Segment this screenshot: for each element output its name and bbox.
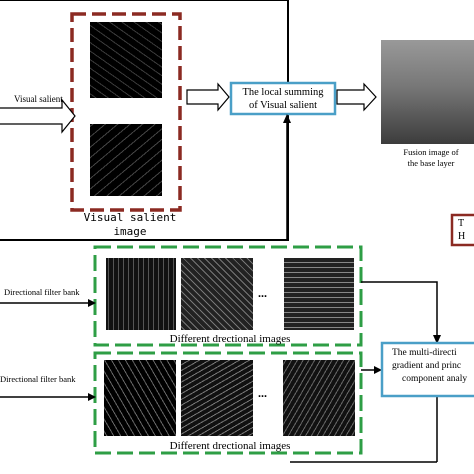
to-summing-arrow — [186, 82, 230, 112]
visual-salient-input-arrow — [0, 98, 76, 134]
directional-filter-bank-label-2: Directional filter bank — [0, 374, 76, 384]
fusion-image — [381, 40, 474, 144]
directional-images-box-1 — [93, 245, 363, 347]
ellipsis-2: ... — [258, 386, 267, 400]
directional-image-2a — [104, 360, 176, 436]
visual-salient-input-label: Visual salient — [14, 94, 63, 104]
directional-filter-bank-label-1: Directional filter bank — [4, 287, 80, 297]
directional-image-2c — [283, 360, 355, 436]
directional-images-box-2 — [93, 351, 363, 455]
cut-box-label: T H — [458, 218, 466, 242]
filter-arrowhead-2 — [88, 393, 96, 401]
multi-directional-label: The multi-directi gradient and princ com… — [392, 348, 468, 384]
local-summing-box — [229, 81, 337, 116]
visual-salient-image-caption: Visual salient image — [83, 211, 177, 238]
different-directional-images-1: Different drectional images — [169, 333, 291, 345]
to-fusion-arrow — [336, 82, 377, 112]
fusion-caption: Fusion image of the base layer — [403, 147, 459, 168]
cut-box — [450, 213, 474, 247]
directional-image-1a — [106, 258, 176, 330]
local-summing-label: The local summing of Visual salient — [242, 87, 324, 111]
visual-salient-image-2 — [90, 124, 162, 196]
up-arrowhead — [283, 114, 291, 123]
visual-salient-image-1 — [90, 22, 162, 98]
multi-directional-box — [380, 341, 474, 398]
directional-image-1b — [181, 258, 253, 330]
ellipsis-1: ... — [258, 286, 267, 300]
directional-image-2b — [181, 360, 253, 436]
filter-arrowhead-1 — [88, 299, 96, 307]
different-directional-images-2: Different drectional images — [169, 440, 291, 452]
directional-image-1c — [284, 258, 354, 330]
